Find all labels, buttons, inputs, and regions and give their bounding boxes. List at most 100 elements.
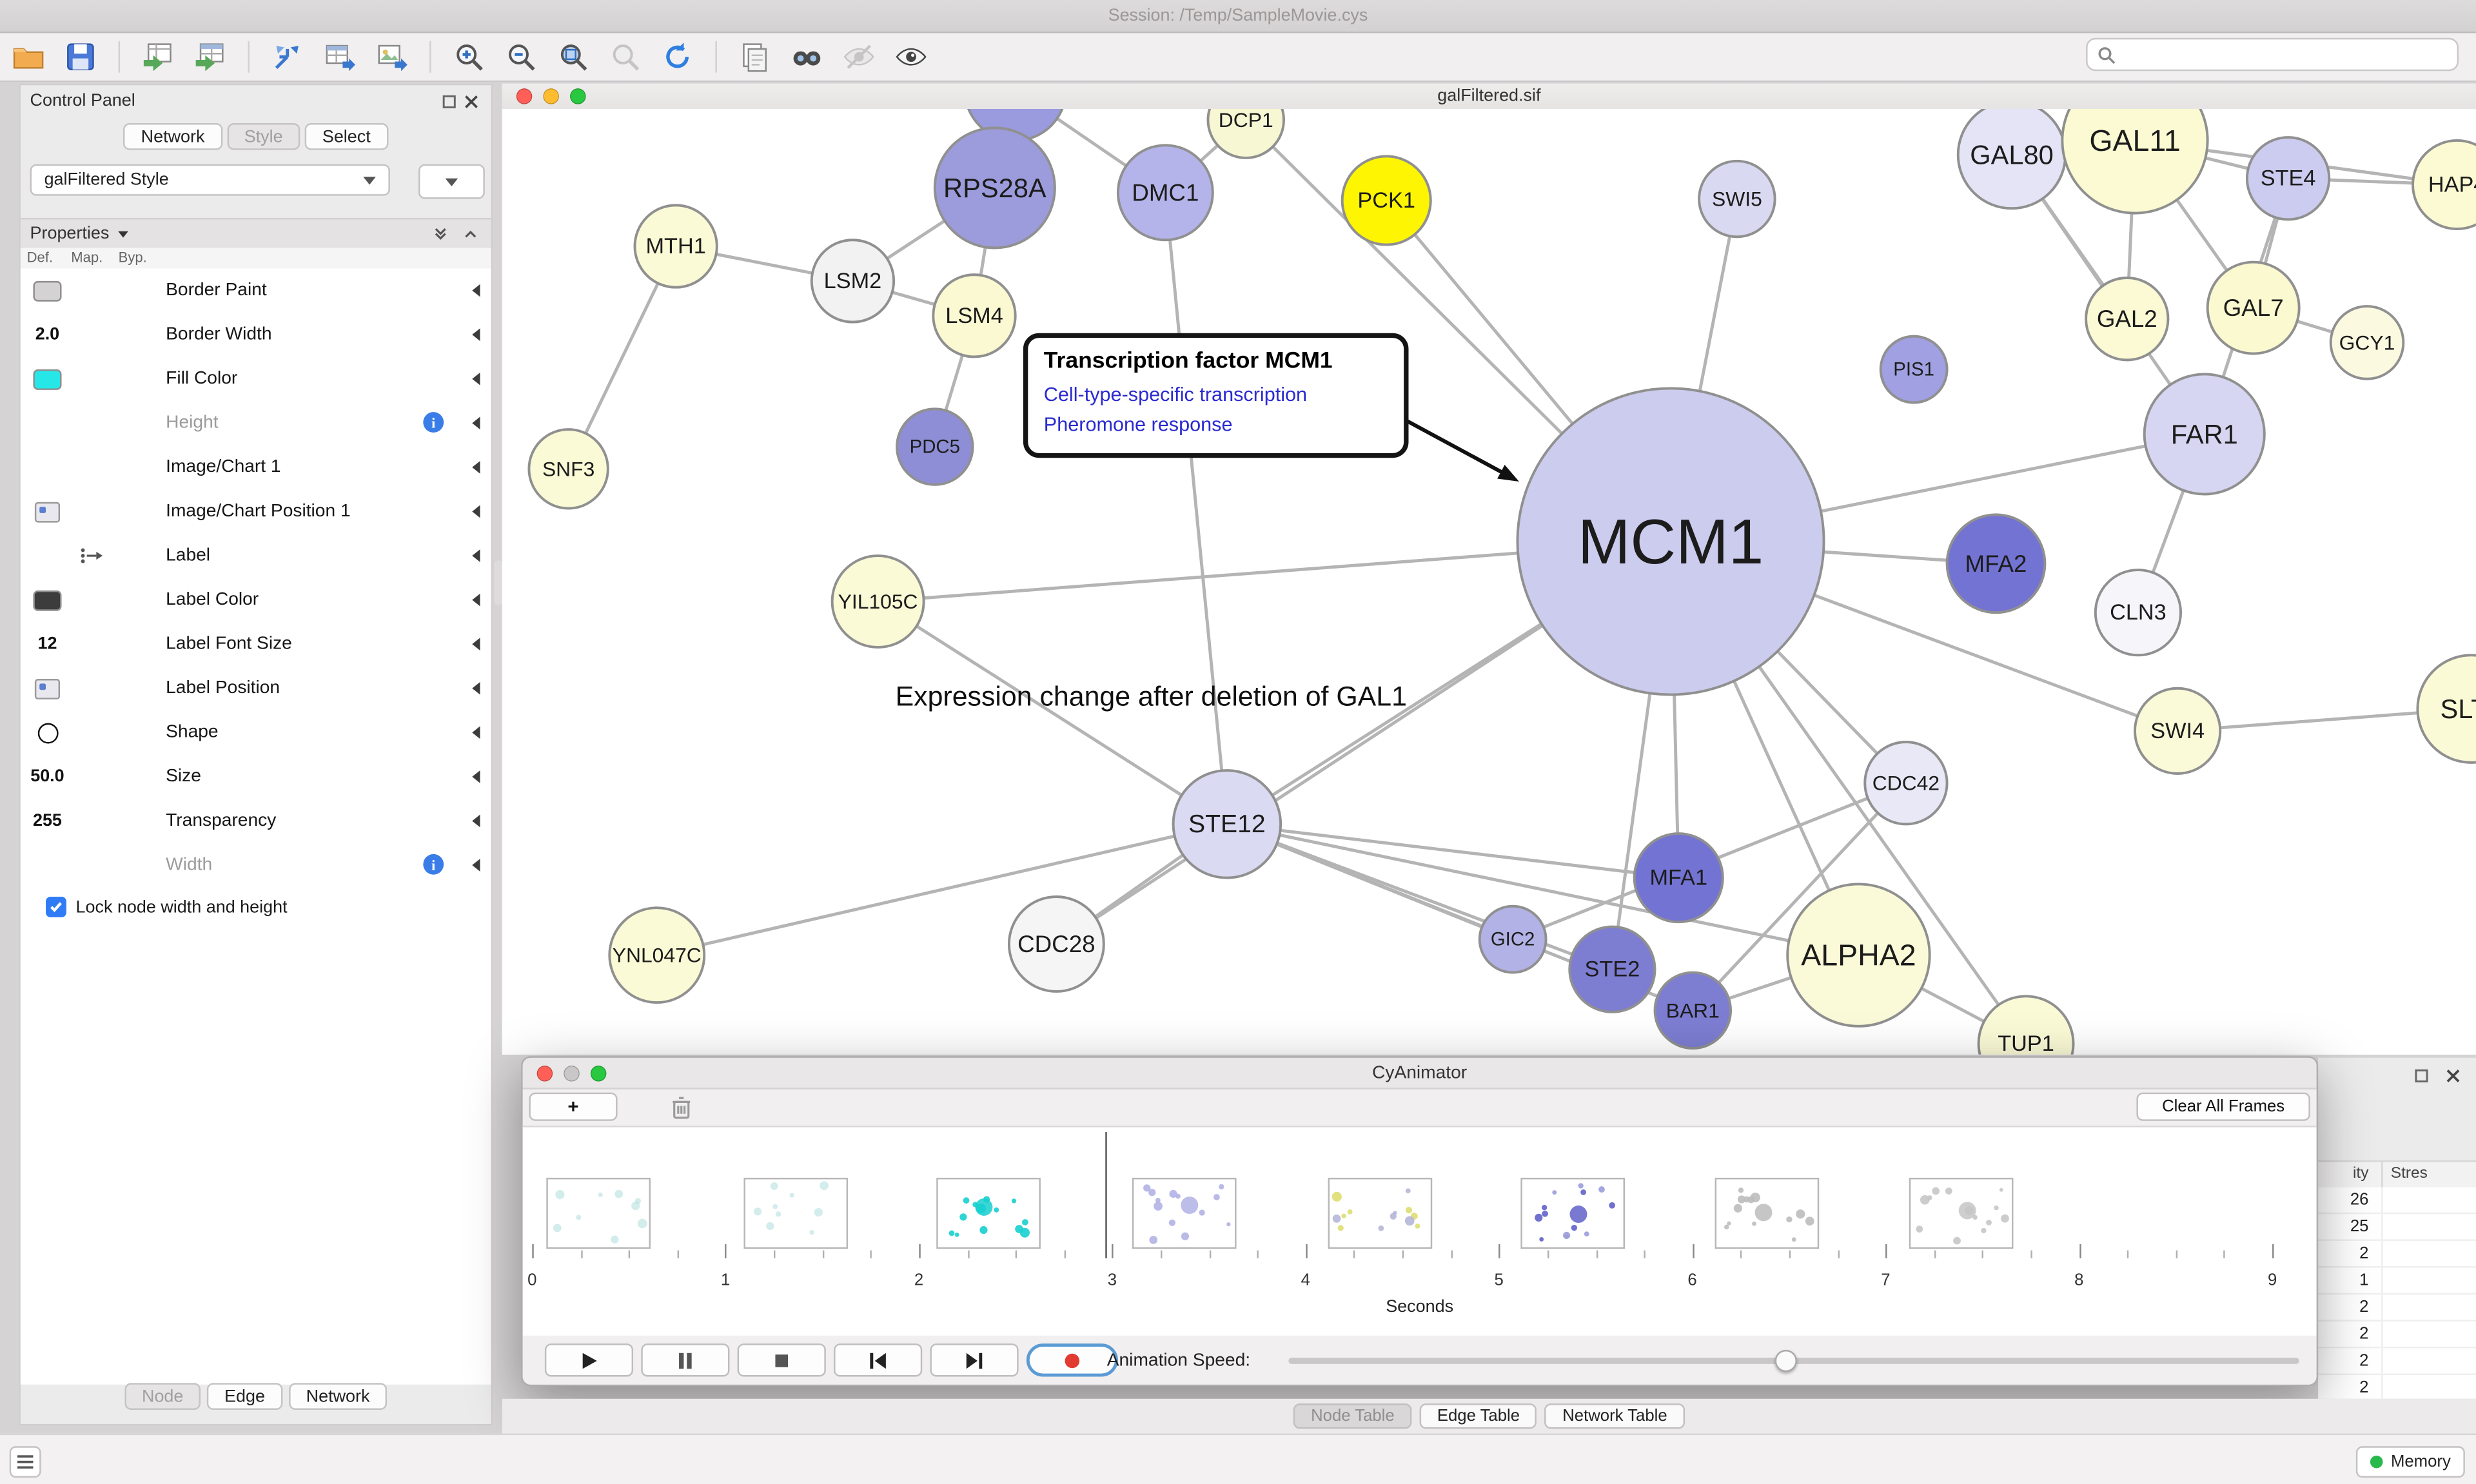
- network-node-GIC2[interactable]: GIC2: [1478, 904, 1548, 974]
- expand-row-icon[interactable]: [472, 328, 480, 341]
- bypass-cell[interactable]: [115, 356, 157, 401]
- mapping-cell[interactable]: [71, 843, 112, 888]
- panel-splitter[interactable]: [494, 560, 502, 605]
- show-all-icon[interactable]: [892, 38, 930, 76]
- canvas-text-annotation[interactable]: Expression change after deletion of GAL1: [895, 680, 1407, 712]
- minimize-window-icon[interactable]: [564, 1064, 580, 1081]
- bypass-cell[interactable]: [115, 710, 157, 755]
- float-panel-icon[interactable]: [437, 90, 459, 112]
- network-node-PIS1[interactable]: PIS1: [1879, 335, 1949, 404]
- network-node-BAR1[interactable]: BAR1: [1653, 971, 1733, 1050]
- collapse-all-icon[interactable]: [460, 222, 482, 244]
- property-row-label[interactable]: Label: [21, 534, 491, 578]
- network-snapshot-icon[interactable]: [736, 38, 774, 76]
- save-session-icon[interactable]: [62, 38, 100, 76]
- frame-thumbnail-6[interactable]: [1520, 1177, 1626, 1249]
- default-value-cell[interactable]: [27, 534, 68, 578]
- network-node-FAR1[interactable]: FAR1: [2143, 373, 2266, 496]
- expand-row-icon[interactable]: [472, 372, 480, 386]
- lock-size-checkbox[interactable]: [46, 897, 66, 917]
- bypass-cell[interactable]: [115, 534, 157, 578]
- memory-button[interactable]: Memory: [2356, 1446, 2465, 1478]
- network-node-YIL105C[interactable]: YIL105C: [830, 554, 925, 649]
- property-row-image-chart-1[interactable]: Image/Chart 1: [21, 445, 491, 490]
- default-value-cell[interactable]: [27, 843, 68, 888]
- network-node-SWI5[interactable]: SWI5: [1698, 159, 1776, 239]
- default-value-cell[interactable]: [27, 445, 68, 490]
- cyanimator-titlebar[interactable]: CyAnimator: [522, 1057, 2317, 1089]
- expand-row-icon[interactable]: [472, 770, 480, 783]
- first-neighbors-icon[interactable]: [788, 38, 826, 76]
- network-node-SWI4[interactable]: SWI4: [2134, 687, 2222, 775]
- network-node-SNF3[interactable]: SNF3: [527, 428, 609, 510]
- bypass-cell[interactable]: [115, 622, 157, 667]
- bypass-cell[interactable]: [115, 445, 157, 490]
- expand-row-icon[interactable]: [472, 549, 480, 562]
- network-node-ALPHA2[interactable]: ALPHA2: [1786, 883, 1931, 1028]
- mapping-cell[interactable]: [71, 268, 112, 313]
- slider-handle[interactable]: [1774, 1349, 1797, 1372]
- tab-node-table[interactable]: Node Table: [1293, 1403, 1412, 1429]
- add-frame-button[interactable]: +: [529, 1092, 618, 1121]
- property-row-fill-color[interactable]: Fill Color: [21, 356, 491, 401]
- frame-thumbnail-3[interactable]: [936, 1177, 1041, 1249]
- expand-row-icon[interactable]: [472, 593, 480, 607]
- default-value-cell[interactable]: [27, 356, 68, 401]
- network-node-DCP1[interactable]: DCP1: [1206, 108, 1285, 159]
- info-icon[interactable]: i: [423, 412, 444, 433]
- stop-button[interactable]: [737, 1343, 826, 1377]
- hide-selected-icon[interactable]: [840, 38, 878, 76]
- expand-row-icon[interactable]: [472, 638, 480, 650]
- close-window-icon[interactable]: [536, 1064, 553, 1081]
- bypass-cell[interactable]: [115, 578, 157, 622]
- previous-frame-button[interactable]: [834, 1343, 923, 1377]
- expand-row-icon[interactable]: [472, 814, 480, 828]
- zoom-window-icon[interactable]: [570, 88, 586, 104]
- properties-header[interactable]: Properties: [20, 217, 491, 249]
- frame-thumbnail-2[interactable]: [743, 1177, 849, 1249]
- tab-edge-table[interactable]: Edge Table: [1419, 1403, 1538, 1429]
- close-panel-icon[interactable]: [2441, 1064, 2463, 1086]
- info-icon[interactable]: i: [423, 854, 444, 875]
- zoom-out-icon[interactable]: [502, 38, 540, 76]
- property-row-label-position[interactable]: Label Position: [21, 666, 491, 710]
- network-node-DMC1[interactable]: DMC1: [1116, 144, 1214, 242]
- table-row[interactable]: 25: [2318, 1214, 2476, 1241]
- bypass-cell[interactable]: [115, 401, 157, 445]
- network-node-RPS28A[interactable]: RPS28A: [933, 126, 1056, 249]
- mapping-cell[interactable]: [71, 401, 112, 445]
- network-node-GAL2[interactable]: GAL2: [2085, 277, 2170, 362]
- expand-all-icon[interactable]: [429, 222, 451, 244]
- import-table-from-file-icon[interactable]: [191, 38, 229, 76]
- style-scope-tab-network[interactable]: Network: [288, 1383, 388, 1410]
- bypass-cell[interactable]: [115, 313, 157, 357]
- lock-size-row[interactable]: Lock node width and height: [46, 897, 288, 917]
- close-panel-icon[interactable]: [460, 90, 482, 112]
- network-node-GAL80[interactable]: GAL80: [1956, 108, 2067, 210]
- table-row[interactable]: 2: [2318, 1240, 2476, 1268]
- default-value-cell[interactable]: [27, 401, 68, 445]
- mapping-cell[interactable]: [71, 356, 112, 401]
- search-field[interactable]: [2086, 37, 2459, 72]
- table-row[interactable]: 2: [2318, 1348, 2476, 1376]
- default-value-cell[interactable]: [27, 578, 68, 622]
- style-options-button[interactable]: [418, 164, 485, 199]
- timeline-playhead[interactable]: [1105, 1131, 1107, 1258]
- network-node-GAL11[interactable]: GAL11: [2061, 108, 2209, 215]
- delete-frame-button[interactable]: [636, 1093, 725, 1121]
- network-node-LSM4[interactable]: LSM4: [932, 273, 1017, 358]
- network-node-LSM2[interactable]: LSM2: [810, 239, 896, 324]
- export-table-icon[interactable]: [320, 38, 359, 76]
- default-value-cell[interactable]: 2.0: [35, 325, 60, 344]
- table-row[interactable]: 2: [2318, 1321, 2476, 1349]
- table-column-stres[interactable]: Stres: [2390, 1165, 2428, 1183]
- table-column-ity[interactable]: ity: [2352, 1165, 2369, 1183]
- network-node-PCK1[interactable]: PCK1: [1341, 155, 1432, 246]
- export-network-icon[interactable]: [268, 38, 306, 76]
- tab-network[interactable]: Network: [123, 123, 222, 150]
- annotation-link-1[interactable]: Cell-type-specific transcription: [1043, 384, 1308, 406]
- bypass-cell[interactable]: [115, 755, 157, 799]
- expand-row-icon[interactable]: [472, 284, 480, 297]
